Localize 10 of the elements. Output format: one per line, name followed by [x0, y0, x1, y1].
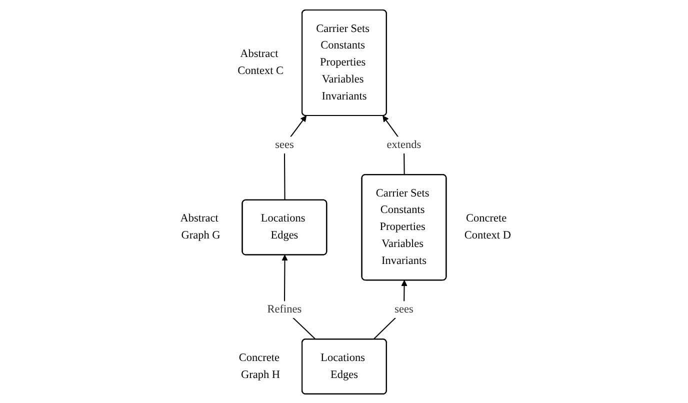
edge-label: sees: [394, 302, 414, 315]
arrow: [284, 115, 306, 200]
arrow: [372, 280, 408, 340]
edge-label: Refines: [267, 302, 302, 315]
node-label: Abstract Graph G: [180, 212, 220, 241]
node-label: Abstract Context C: [237, 48, 284, 76]
edge-label: extends: [386, 138, 421, 150]
node-label: Concrete Context D: [464, 212, 511, 241]
node-label: Concrete Graph H: [238, 351, 280, 380]
edge-label: sees: [274, 138, 294, 150]
